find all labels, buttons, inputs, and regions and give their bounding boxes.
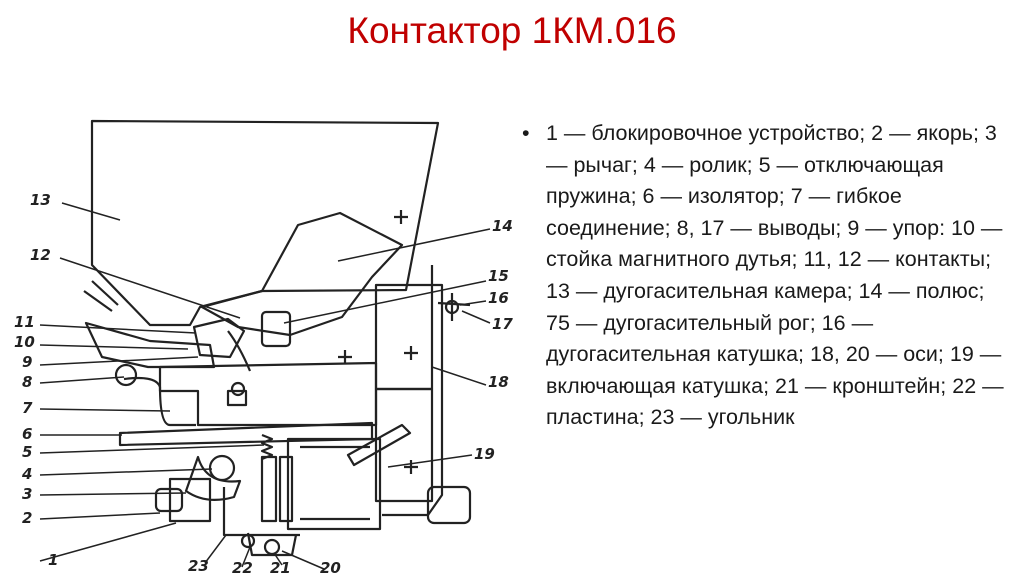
callout-9: 9 bbox=[22, 353, 32, 371]
callout-3: 3 bbox=[22, 485, 32, 503]
contactor-diagram: 13 12 11 10 9 8 7 6 5 4 3 2 1 23 22 21 2… bbox=[0, 95, 513, 574]
legend-text: 1 — блокировочное устройство; 2 — якорь;… bbox=[546, 121, 1004, 430]
callout-5: 5 bbox=[22, 443, 32, 461]
callout-14: 14 bbox=[492, 217, 513, 235]
callout-16: 16 bbox=[488, 289, 509, 307]
callout-21: 21 bbox=[270, 559, 291, 574]
callout-18: 18 bbox=[488, 373, 509, 391]
callout-1: 1 bbox=[48, 551, 58, 569]
bullet-icon: • bbox=[522, 121, 530, 145]
callout-13: 13 bbox=[30, 191, 51, 209]
callout-23: 23 bbox=[188, 557, 209, 574]
callout-15: 15 bbox=[488, 267, 509, 285]
legend-item: • 1 — блокировочное устройство; 2 — якор… bbox=[522, 118, 1014, 434]
callout-19: 19 bbox=[474, 445, 495, 463]
callout-10: 10 bbox=[14, 333, 35, 351]
callout-2: 2 bbox=[22, 509, 32, 527]
callout-7: 7 bbox=[22, 399, 33, 417]
legend-list: • 1 — блокировочное устройство; 2 — якор… bbox=[522, 118, 1014, 434]
callout-22: 22 bbox=[232, 559, 253, 574]
callout-12: 12 bbox=[30, 246, 51, 264]
callout-4: 4 bbox=[21, 465, 32, 483]
callout-11: 11 bbox=[14, 313, 35, 331]
callout-6: 6 bbox=[22, 425, 32, 443]
callout-17: 17 bbox=[492, 315, 513, 333]
callout-20: 20 bbox=[320, 559, 341, 574]
callout-8: 8 bbox=[22, 373, 32, 391]
slide-title: Контактор 1КМ.016 bbox=[347, 10, 677, 51]
